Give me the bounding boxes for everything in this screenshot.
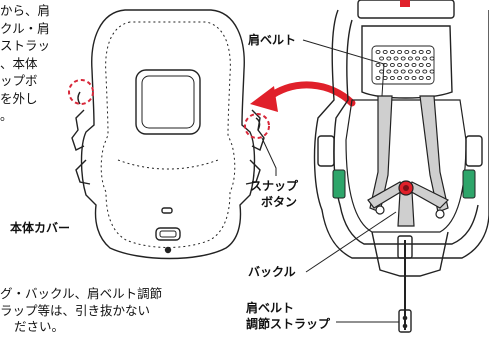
- instruction-line: クル・肩: [0, 20, 50, 36]
- note-line: ラップ等は、引き抜かない: [0, 302, 151, 318]
- label-adjust-line1: 肩ベルト: [246, 301, 295, 315]
- note-line: ださい。: [14, 319, 65, 334]
- label-adjust-line2: 調節ストラップ: [246, 317, 331, 331]
- instruction-line: 。: [0, 108, 13, 123]
- label-adjust-strap: 肩ベルト 調節ストラップ: [246, 300, 330, 332]
- vent-hole: [397, 75, 403, 81]
- shoulder-belts: [367, 95, 450, 227]
- curved-arrow-icon: [250, 81, 356, 112]
- vent-hole: [375, 75, 381, 81]
- vent-hole: [397, 62, 403, 68]
- label-body-cover: 本体カバー: [10, 221, 71, 235]
- vent-hole: [393, 69, 399, 74]
- vent-hole: [382, 49, 388, 55]
- seat-cover-illustration: [71, 9, 265, 260]
- vent-hole: [415, 56, 421, 61]
- vent-hole: [389, 62, 395, 68]
- instruction-text-block: から、肩 クル・肩 ストラッ 、本体 ップボ を外し 。: [0, 2, 50, 125]
- vent-hole: [382, 75, 388, 81]
- vent-hole: [400, 56, 406, 61]
- vent-hole: [375, 62, 381, 68]
- green-panel-left: [332, 169, 346, 199]
- instruction-line: ストラッ: [0, 38, 51, 53]
- instruction-line: 、本体: [0, 55, 38, 71]
- vent-hole: [404, 75, 410, 81]
- label-snap-button: スナップ ボタン: [250, 178, 298, 210]
- label-shoulder-belt: 肩ベルト: [248, 33, 297, 47]
- clip-left: [375, 205, 385, 215]
- vent-hole: [407, 56, 413, 61]
- vent-hole: [386, 56, 392, 61]
- vent-hole: [386, 69, 392, 74]
- vent-grid: [371, 45, 435, 85]
- red-tab: [400, 0, 410, 7]
- vent-hole: [411, 62, 417, 68]
- vent-hole: [389, 75, 395, 81]
- vent-hole: [425, 75, 431, 81]
- dashed-circle-marker: [244, 113, 270, 139]
- instruction-line: ップボ: [0, 73, 38, 88]
- vent-hole: [422, 69, 428, 74]
- vent-hole: [422, 56, 428, 61]
- vent-hole: [375, 49, 381, 55]
- bottom-note: グ・バックル、肩ベルト調節 ラップ等は、引き抜かない ださい。: [0, 286, 162, 336]
- vent-hole: [411, 49, 417, 55]
- vent-hole: [382, 62, 388, 68]
- clip-right: [435, 209, 445, 219]
- vent-hole: [418, 62, 424, 68]
- vent-hole: [418, 49, 424, 55]
- green-panel-right: [462, 169, 476, 199]
- vent-hole: [429, 56, 435, 61]
- instruction-line: を外し: [0, 90, 38, 106]
- vent-hole: [418, 75, 424, 81]
- instruction-line: から、肩: [0, 3, 51, 18]
- vent-hole: [389, 49, 395, 55]
- dashed-circle-marker: [68, 79, 94, 105]
- vent-hole: [411, 75, 417, 81]
- car-seat-illustration: [313, 0, 489, 333]
- leader-lines: [261, 39, 399, 323]
- label-buckle: バックル: [248, 265, 296, 279]
- vent-hole: [415, 69, 421, 74]
- vent-hole: [397, 49, 403, 55]
- label-snap-line2: ボタン: [261, 195, 298, 209]
- vent-hole: [407, 69, 413, 74]
- label-snap-line1: スナップ: [250, 179, 299, 193]
- vent-hole: [404, 49, 410, 55]
- vent-hole: [429, 69, 435, 74]
- note-line: グ・バックル、肩ベルト調節: [0, 286, 163, 301]
- vent-hole: [425, 49, 431, 55]
- vent-hole: [400, 69, 406, 74]
- vent-hole: [404, 62, 410, 68]
- vent-hole: [379, 56, 385, 61]
- vent-hole: [425, 62, 431, 68]
- vent-hole: [393, 56, 399, 61]
